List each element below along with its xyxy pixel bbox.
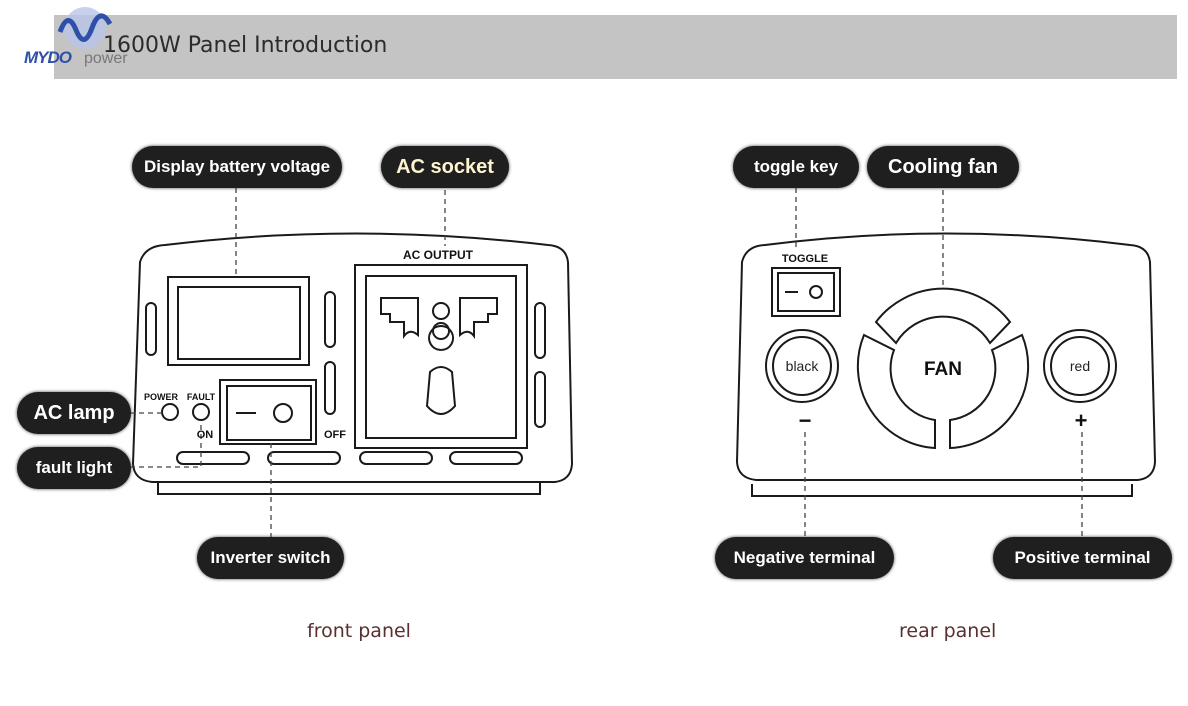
label-cooling-fan: Cooling fan xyxy=(867,146,1019,188)
brand-logo: MYDO power xyxy=(24,6,146,76)
label-positive-terminal: Positive terminal xyxy=(993,537,1172,579)
minus-sign: − xyxy=(799,408,812,433)
label-display-battery-voltage: Display battery voltage xyxy=(132,146,342,188)
logo-subtext: power xyxy=(84,50,128,67)
fault-text: FAULT xyxy=(187,392,216,402)
label-inverter-switch: Inverter switch xyxy=(197,537,344,579)
rear-panel-body xyxy=(735,232,1157,481)
socket-right-pin xyxy=(459,297,498,339)
header-bar xyxy=(54,15,1177,79)
ac-socket xyxy=(354,264,528,449)
black-text: black xyxy=(786,358,820,374)
off-text: OFF xyxy=(324,429,346,441)
front-panel-base xyxy=(157,482,541,495)
black-terminal xyxy=(765,329,839,403)
socket-left-pin xyxy=(380,297,419,339)
fan-text: FAN xyxy=(924,359,962,380)
leader-fault-light xyxy=(130,422,202,468)
ac-output-text: AC OUTPUT xyxy=(403,248,474,262)
page-title: 1600W Panel Introduction xyxy=(103,33,388,58)
fault-light xyxy=(192,403,210,421)
rear-panel-base xyxy=(751,484,1133,497)
cooling-fan-graphic xyxy=(856,287,1030,450)
power-light xyxy=(161,403,179,421)
socket-center-pin xyxy=(425,325,457,415)
rear-panel-caption: rear panel xyxy=(899,620,997,642)
logo-text: MYDO xyxy=(24,48,72,67)
label-negative-terminal: Negative terminal xyxy=(715,537,894,579)
front-panel-caption: front panel xyxy=(307,620,411,642)
front-panel-body xyxy=(131,232,574,483)
label-toggle-key: toggle key xyxy=(733,146,859,188)
toggle-switch xyxy=(771,267,841,317)
voltage-display xyxy=(167,276,310,366)
label-ac-socket: AC socket xyxy=(381,146,509,188)
red-text: red xyxy=(1070,358,1090,374)
inverter-switch-box xyxy=(219,379,317,445)
red-terminal xyxy=(1043,329,1117,403)
label-ac-lamp: AC lamp xyxy=(17,392,131,434)
label-fault-light: fault light xyxy=(17,447,131,489)
power-text: POWER xyxy=(144,392,179,402)
on-text: ON xyxy=(197,429,214,441)
plus-sign: + xyxy=(1075,408,1088,433)
toggle-text: TOGGLE xyxy=(782,253,828,265)
logo-wave-icon xyxy=(57,7,113,49)
